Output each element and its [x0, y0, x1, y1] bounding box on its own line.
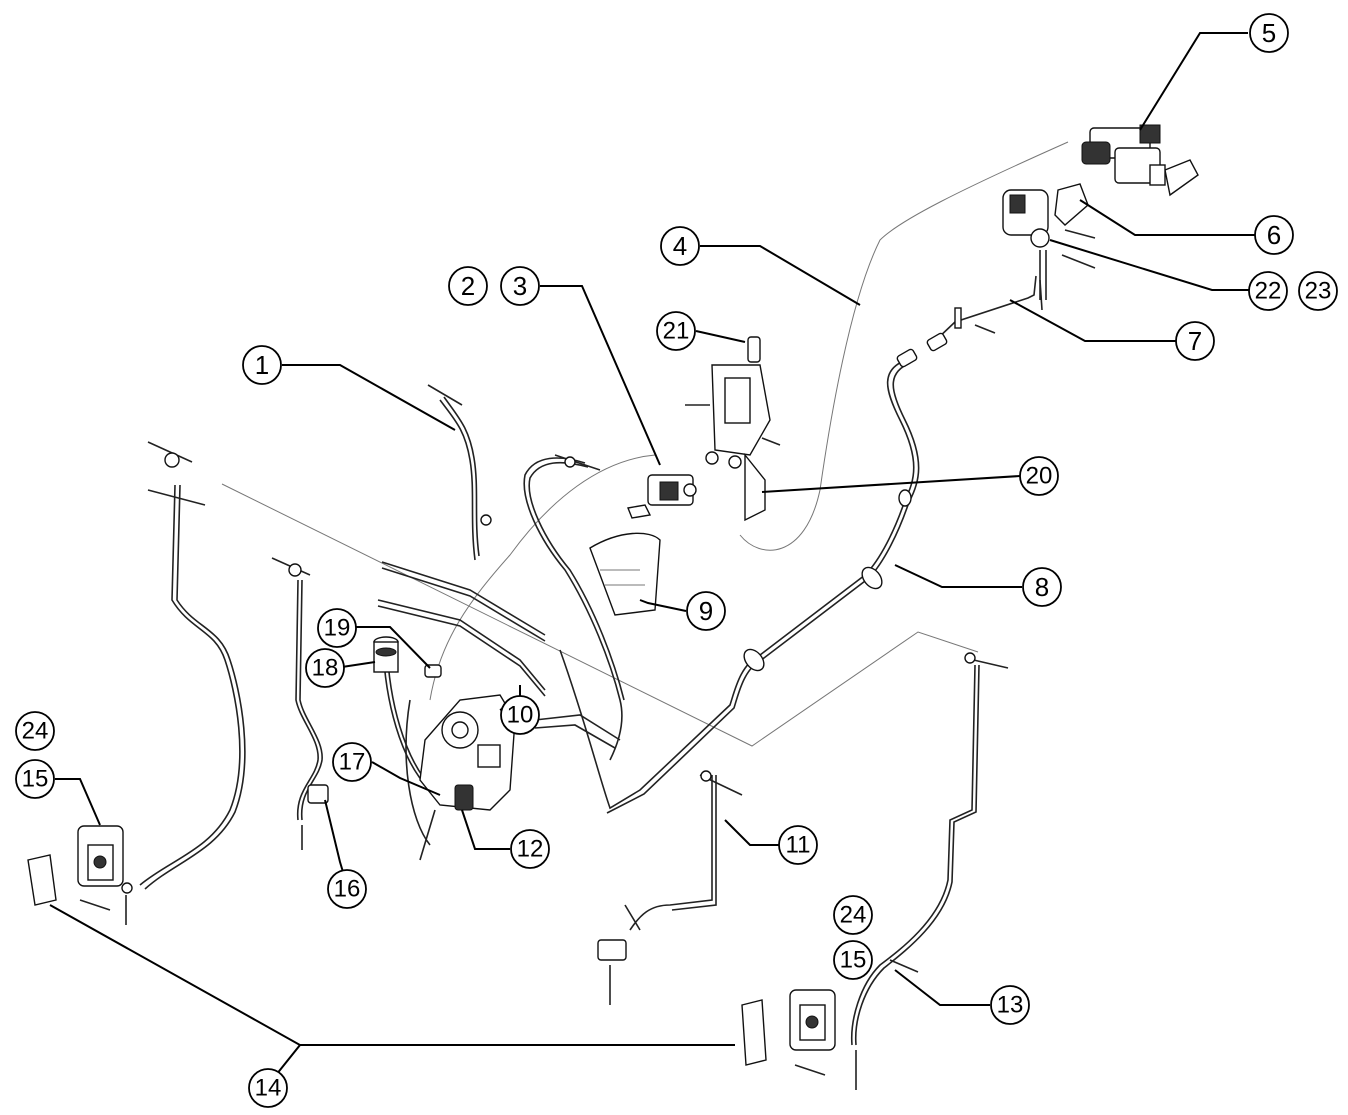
svg-text:15: 15 — [840, 947, 867, 974]
svg-text:15: 15 — [22, 766, 49, 793]
svg-text:7: 7 — [1188, 326, 1202, 356]
callout-1: 1 — [242, 345, 282, 385]
svg-text:24: 24 — [22, 718, 49, 745]
svg-text:22: 22 — [1255, 278, 1282, 305]
callout-7: 7 — [1175, 321, 1215, 361]
svg-text:1: 1 — [255, 350, 269, 380]
callout-24-left: 24 — [15, 711, 55, 751]
callout-20: 20 — [1019, 456, 1059, 496]
svg-text:19: 19 — [324, 615, 351, 642]
callout-15-right: 15 — [833, 940, 873, 980]
callout-4: 4 — [660, 226, 700, 266]
svg-text:5: 5 — [1262, 18, 1276, 48]
svg-text:6: 6 — [1267, 220, 1281, 250]
callout-2: 2 — [448, 266, 488, 306]
callout-3: 3 — [500, 266, 540, 306]
part-20-bracket — [685, 336, 781, 522]
part-18-reservoir — [373, 636, 442, 678]
callout-12: 12 — [510, 829, 550, 869]
callout-14: 14 — [248, 1068, 288, 1108]
bolts — [147, 254, 1096, 973]
callout-17: 17 — [332, 742, 372, 782]
callout-22: 22 — [1248, 271, 1288, 311]
svg-text:9: 9 — [699, 596, 713, 626]
callout-24-right: 24 — [833, 895, 873, 935]
callout-23: 23 — [1298, 271, 1338, 311]
reference-lines — [221, 141, 1069, 747]
callout-5: 5 — [1249, 13, 1289, 53]
svg-text:13: 13 — [997, 992, 1024, 1019]
callout-8: 8 — [1022, 567, 1062, 607]
svg-text:4: 4 — [673, 231, 687, 261]
svg-text:16: 16 — [334, 876, 361, 903]
svg-text:11: 11 — [786, 832, 811, 859]
callout-16: 16 — [327, 869, 367, 909]
part-6-pad — [1054, 183, 1089, 226]
svg-text:2: 2 — [461, 271, 475, 301]
part-16-valve — [307, 784, 329, 804]
svg-text:23: 23 — [1305, 278, 1332, 305]
part-3-valve — [554, 454, 697, 519]
svg-text:12: 12 — [517, 836, 544, 863]
part-5-brake-unit — [1081, 124, 1199, 197]
components — [27, 124, 1199, 1090]
callout-10: 10 — [500, 695, 540, 735]
callout-9: 9 — [686, 591, 726, 631]
callout-18: 18 — [305, 648, 345, 688]
callout-6: 6 — [1254, 215, 1294, 255]
svg-text:21: 21 — [663, 318, 690, 345]
brake-lines — [139, 275, 1037, 1046]
callout-15-left: 15 — [15, 759, 55, 799]
callout-19: 19 — [317, 608, 357, 648]
svg-text:20: 20 — [1026, 463, 1053, 490]
callout-11: 11 — [778, 825, 818, 865]
part-12-master-cylinder — [419, 694, 516, 861]
svg-text:8: 8 — [1035, 572, 1049, 602]
part-15-left-caliper — [27, 825, 133, 925]
svg-text:18: 18 — [312, 655, 339, 682]
part-9-plate — [589, 532, 661, 616]
svg-text:17: 17 — [339, 749, 366, 776]
part-22-caliper — [1002, 189, 1096, 300]
part-15-right-caliper — [741, 989, 857, 1090]
svg-text:10: 10 — [507, 702, 534, 729]
callout-21: 21 — [656, 311, 696, 351]
svg-text:3: 3 — [513, 271, 527, 301]
svg-text:24: 24 — [840, 902, 867, 929]
svg-text:14: 14 — [255, 1075, 282, 1102]
callout-13: 13 — [990, 985, 1030, 1025]
